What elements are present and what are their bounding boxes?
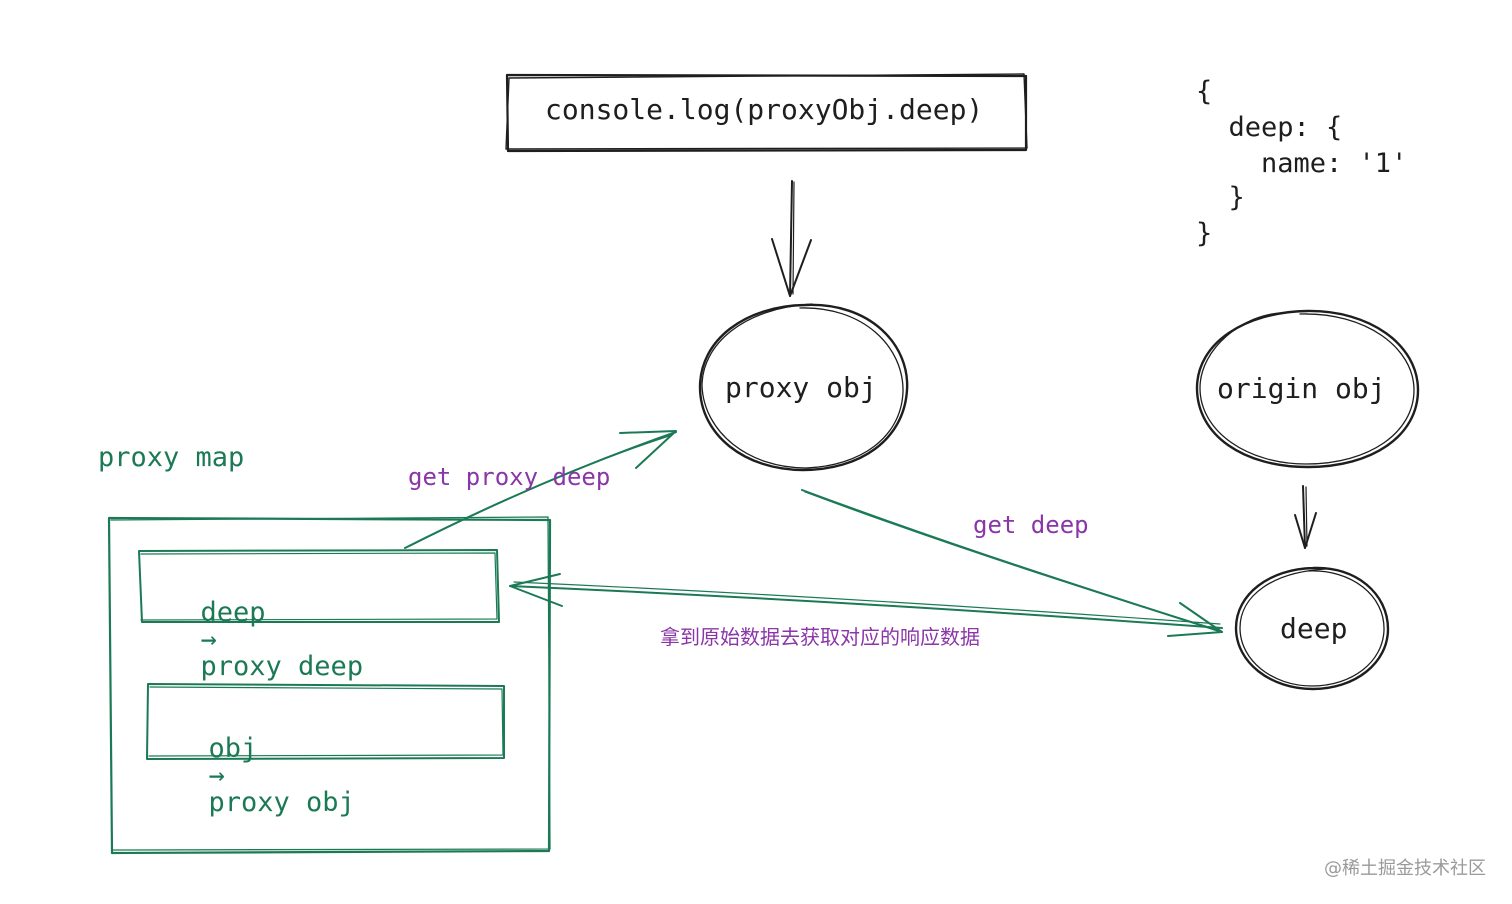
json-line: { (1196, 76, 1213, 107)
arrow-deep-to-map-entry (509, 573, 1223, 629)
json-line: deep: { (1196, 112, 1343, 143)
origin-obj-node (1195, 309, 1420, 469)
deep-node (1234, 566, 1390, 691)
map-entry-key: obj (208, 733, 258, 764)
map-entry-key: deep (200, 597, 266, 628)
edge-label-get-deep: get deep (973, 511, 1089, 539)
proxy-obj-node (698, 303, 909, 472)
console-box-label: console.log(proxyObj.deep) (545, 93, 984, 126)
json-line: name: '1' (1196, 148, 1408, 179)
map-entry-arrow: → (200, 624, 217, 655)
json-line: } (1196, 182, 1245, 213)
map-entry-deep: deep → proxy deep (168, 572, 364, 682)
edge-label-get-proxy-deep: get proxy deep (408, 463, 611, 491)
map-entry-arrow: → (208, 760, 225, 791)
edge-label-lookup-note: 拿到原始数据去获取对应的响应数据 (660, 625, 980, 649)
console-box (505, 73, 1028, 153)
watermark: @稀土掘金技术社区 (1324, 858, 1486, 879)
map-entry-value: proxy deep (200, 651, 364, 682)
map-entry-box-obj (146, 683, 505, 760)
json-line: } (1196, 218, 1213, 249)
map-entry-box-deep (138, 549, 500, 623)
deep-node-label: deep (1280, 612, 1348, 645)
proxy-map-title: proxy map (98, 442, 245, 473)
arrow-console-to-proxy-obj (771, 180, 812, 297)
origin-obj-label: origin obj (1217, 372, 1386, 405)
arrow-map-to-proxy-obj (404, 430, 677, 549)
proxy-map-container (107, 516, 552, 855)
proxy-obj-label: proxy obj (725, 371, 877, 404)
arrow-proxy-obj-to-deep (801, 489, 1223, 637)
arrow-origin-to-deep (1294, 485, 1317, 549)
map-entry-obj: obj → proxy obj (176, 708, 355, 816)
map-entry-value: proxy obj (208, 787, 355, 818)
